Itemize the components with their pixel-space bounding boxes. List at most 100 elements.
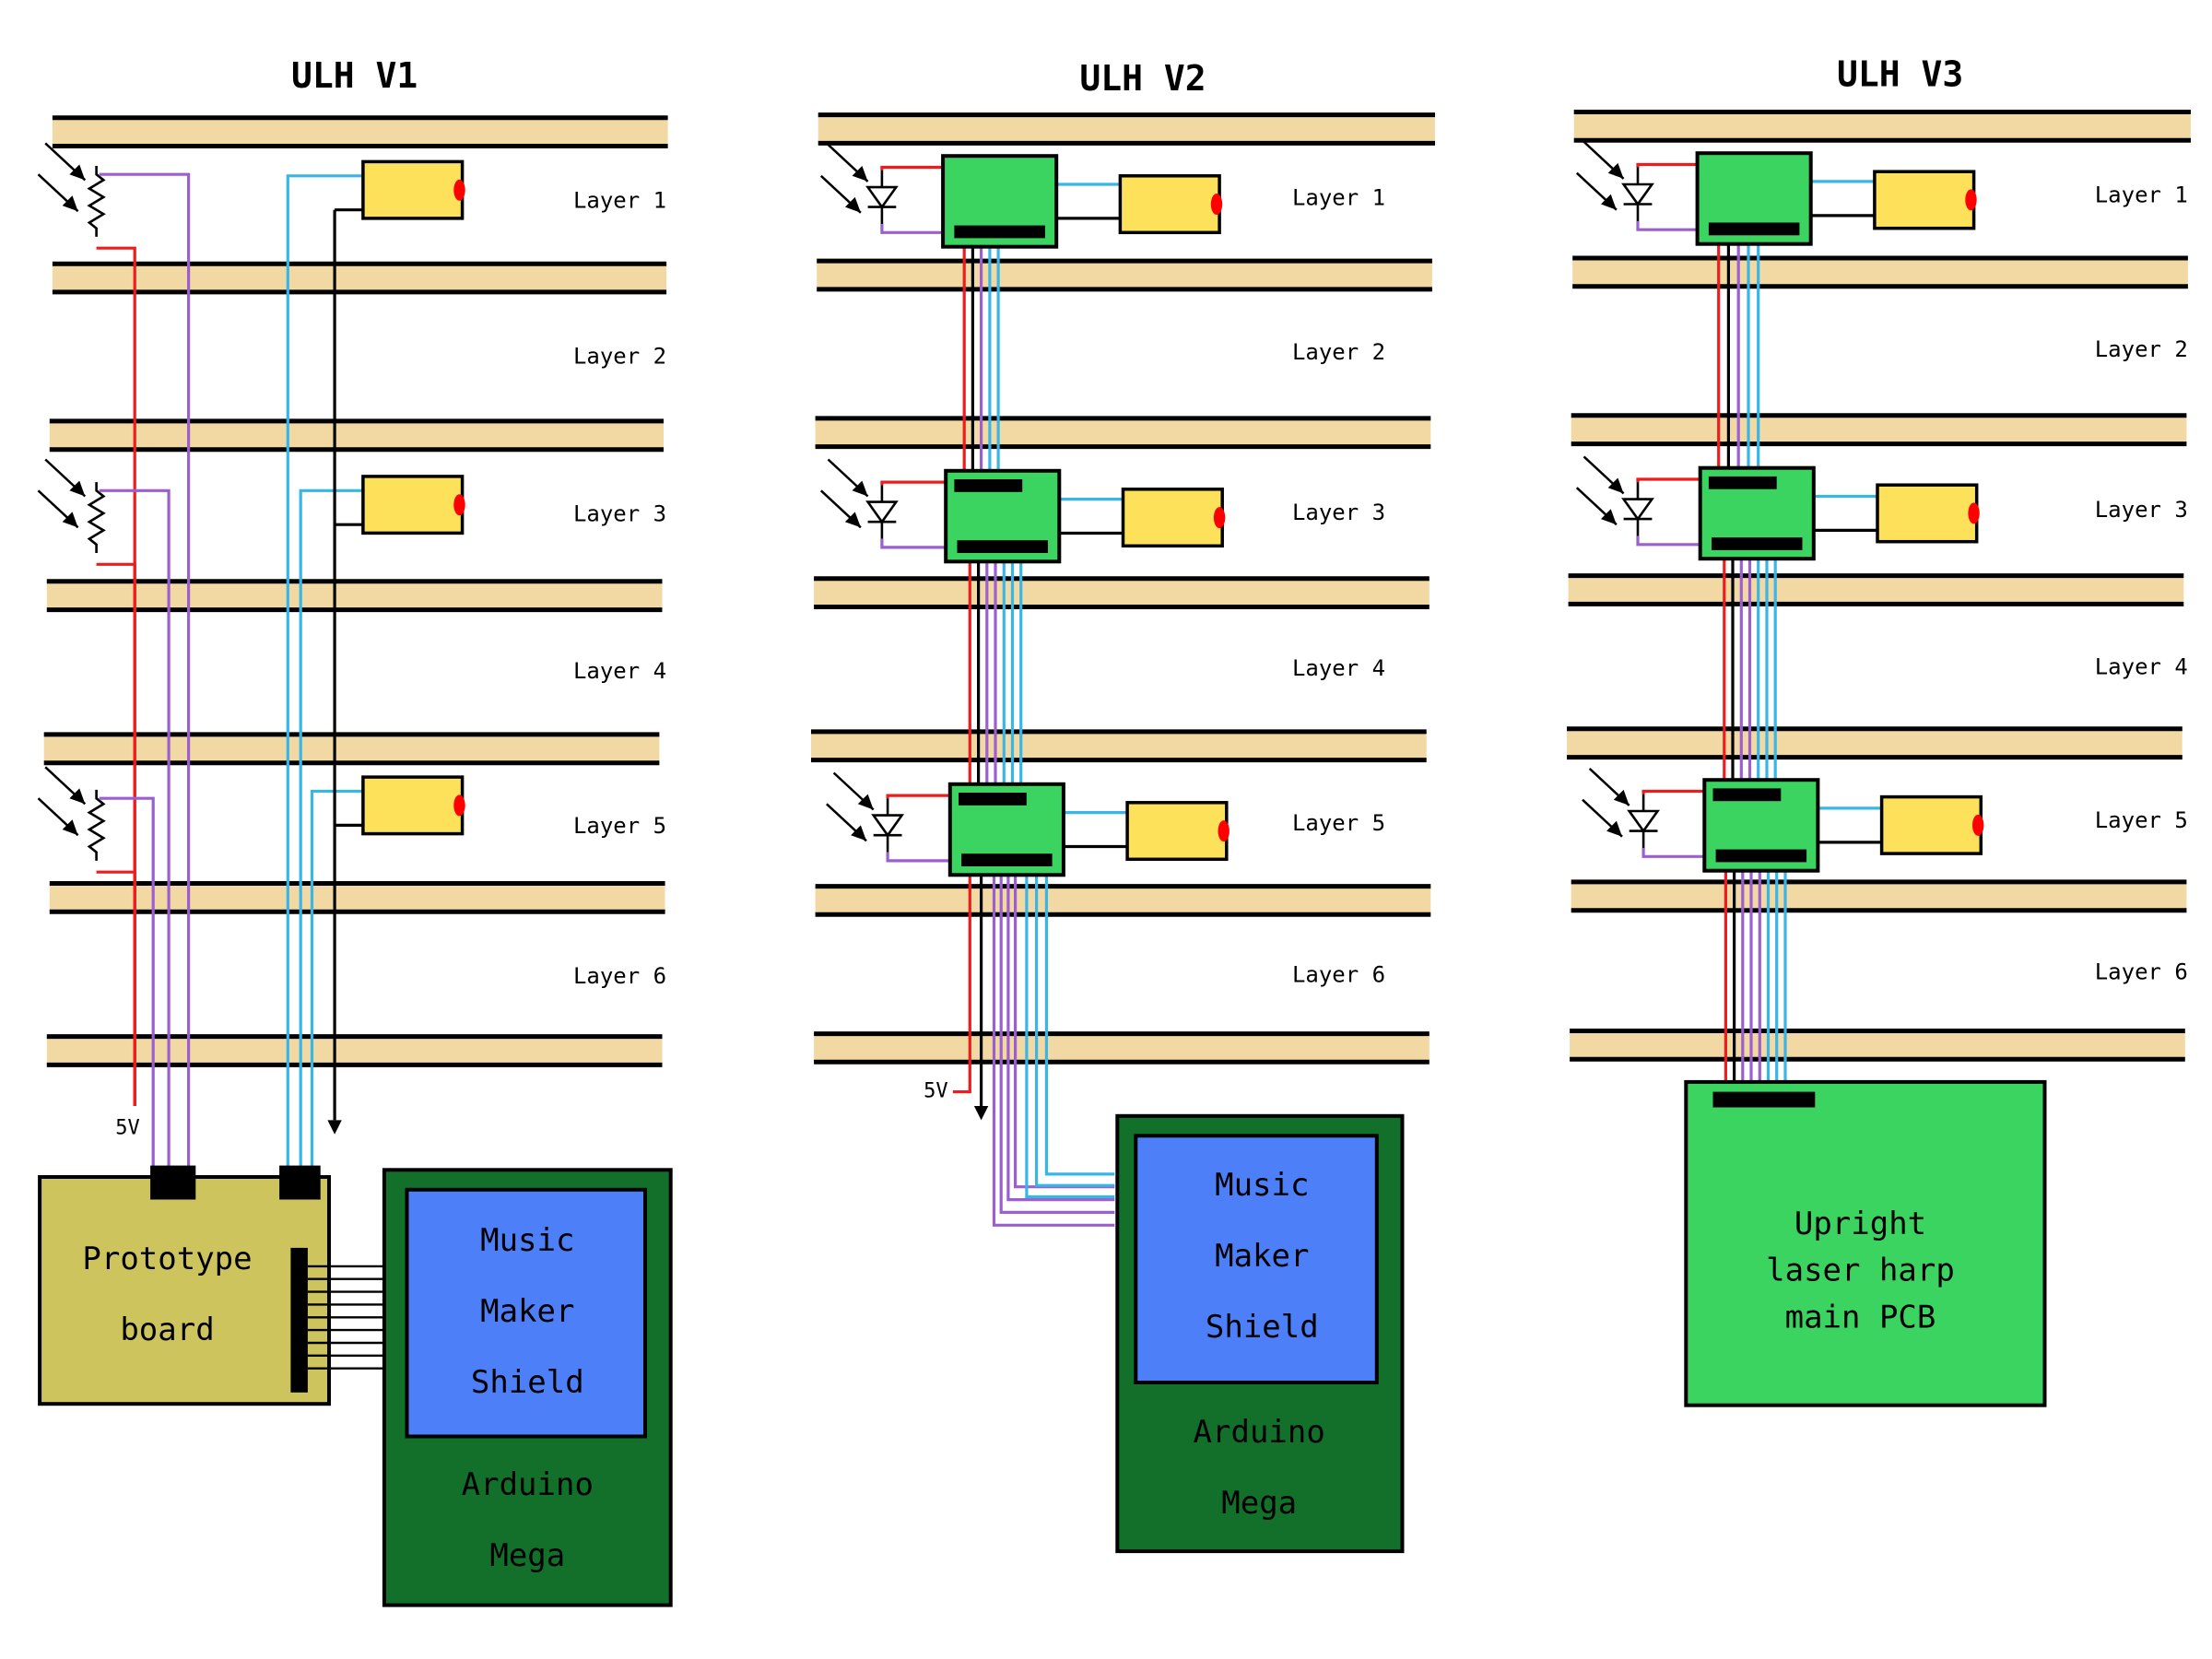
laser-body — [361, 775, 465, 836]
sensor-power-wire — [1636, 477, 1700, 483]
sensor-wire — [99, 796, 155, 1169]
panel-title: ULH V1 — [291, 55, 418, 96]
light-ray-head — [1607, 477, 1624, 494]
laser-tip — [453, 494, 465, 516]
bus-1-2 — [962, 238, 1000, 474]
sensor-module — [1698, 465, 1816, 561]
shelf-board — [52, 264, 667, 292]
shelf-2 — [52, 261, 667, 295]
shield-label-line: Maker — [480, 1293, 574, 1330]
bus-1-2 — [1717, 235, 1760, 474]
arduino-label-line: Arduino — [1194, 1414, 1325, 1451]
music-maker-shield — [405, 1187, 647, 1439]
shelf-1 — [52, 115, 668, 148]
layer-label-3: Layer 3 — [573, 501, 666, 527]
shield-label-line: Maker — [1215, 1238, 1309, 1275]
connector-icon — [954, 479, 1023, 492]
shelf-3 — [49, 418, 665, 453]
sensor-module — [944, 468, 1062, 564]
shelf-6 — [815, 884, 1431, 917]
laser-wire — [310, 789, 363, 1169]
light-ray-head — [62, 195, 78, 212]
shelf-6 — [1571, 879, 2187, 913]
sensor-bundle-wire — [992, 867, 1115, 1227]
shelf-board — [1568, 575, 2184, 605]
layer-label-2: Layer 2 — [573, 344, 666, 370]
laser-body — [361, 159, 465, 220]
laser-tip — [1210, 194, 1223, 215]
laser-module-icon — [361, 159, 465, 220]
laser-module-icon — [361, 475, 465, 535]
laser-bundle-wire — [1044, 867, 1115, 1176]
shield-label-line: Music — [1215, 1167, 1309, 1204]
shelf-4 — [814, 576, 1430, 609]
resistor-zigzag — [87, 789, 106, 861]
bus-2-3 — [968, 556, 1023, 787]
ground-arrow — [973, 1106, 989, 1121]
sensor-signal-wire — [1641, 848, 1705, 858]
shelf-5 — [43, 732, 660, 766]
music-maker-shield — [1134, 1134, 1379, 1385]
photoresistor-icon — [37, 142, 106, 237]
connector-icon — [959, 793, 1027, 806]
diode-triangle — [871, 814, 905, 838]
power-wire — [952, 867, 971, 1094]
shelf-7 — [46, 1034, 663, 1067]
photodiode-icon — [1575, 455, 1654, 536]
connector-icon — [1712, 788, 1782, 802]
connector-icon — [1712, 537, 1803, 550]
photodiode-icon — [819, 458, 899, 539]
layer-label-4: Layer 4 — [2095, 654, 2188, 680]
light-ray-head — [852, 166, 868, 182]
shelf-5 — [811, 729, 1427, 763]
layer-label-2: Layer 2 — [2095, 336, 2188, 362]
sensor-signal-wire — [880, 224, 944, 234]
connector-icon — [290, 1247, 308, 1393]
diode-triangle — [865, 500, 899, 524]
laser-tip — [1213, 507, 1226, 529]
shelf-6 — [49, 881, 665, 914]
laser-tip — [453, 794, 465, 817]
photoresistor-icon — [37, 458, 106, 553]
laser-bundle-wire — [1034, 867, 1115, 1187]
light-ray-head — [851, 825, 866, 841]
supply-label: 5V — [924, 1080, 948, 1103]
layer-label-4: Layer 4 — [573, 658, 666, 684]
shelf-board — [46, 1036, 663, 1065]
layer-label-2: Layer 2 — [1292, 339, 1385, 365]
shelf-board — [52, 117, 668, 147]
sensor-signal-wire — [1636, 221, 1698, 231]
shelf-board — [818, 114, 1435, 144]
laser-module-icon — [1873, 170, 1977, 230]
light-ray-head — [844, 512, 861, 528]
connector-icon — [279, 1165, 321, 1200]
shelf-board — [1572, 258, 2188, 287]
connector-icon — [954, 225, 1045, 239]
shelf-board — [811, 731, 1427, 760]
light-ray-head — [69, 480, 86, 497]
light-ray-head — [857, 794, 874, 810]
arduino-label-line: Mega — [1221, 1485, 1297, 1522]
resistor-zigzag — [87, 482, 106, 553]
shelf-board — [1571, 881, 2187, 911]
shelf-board — [1570, 1030, 2185, 1060]
layer-label-6: Layer 6 — [2095, 959, 2188, 984]
shelf-board — [46, 581, 663, 610]
resistor-zigzag — [87, 166, 106, 237]
layer-label-1: Layer 1 — [1292, 184, 1385, 210]
layer-label-1: Layer 1 — [2095, 182, 2188, 207]
shield-label-line: Shield — [471, 1364, 584, 1401]
laser-module-icon — [1121, 488, 1226, 548]
shelf-2 — [817, 258, 1432, 292]
shelf-board — [43, 734, 660, 763]
sensor-power-wire — [880, 480, 947, 486]
sensor-signal-wire — [880, 538, 947, 549]
laser-wire — [286, 174, 363, 1169]
shelf-1 — [818, 112, 1435, 146]
laser-tip — [1965, 189, 1977, 211]
